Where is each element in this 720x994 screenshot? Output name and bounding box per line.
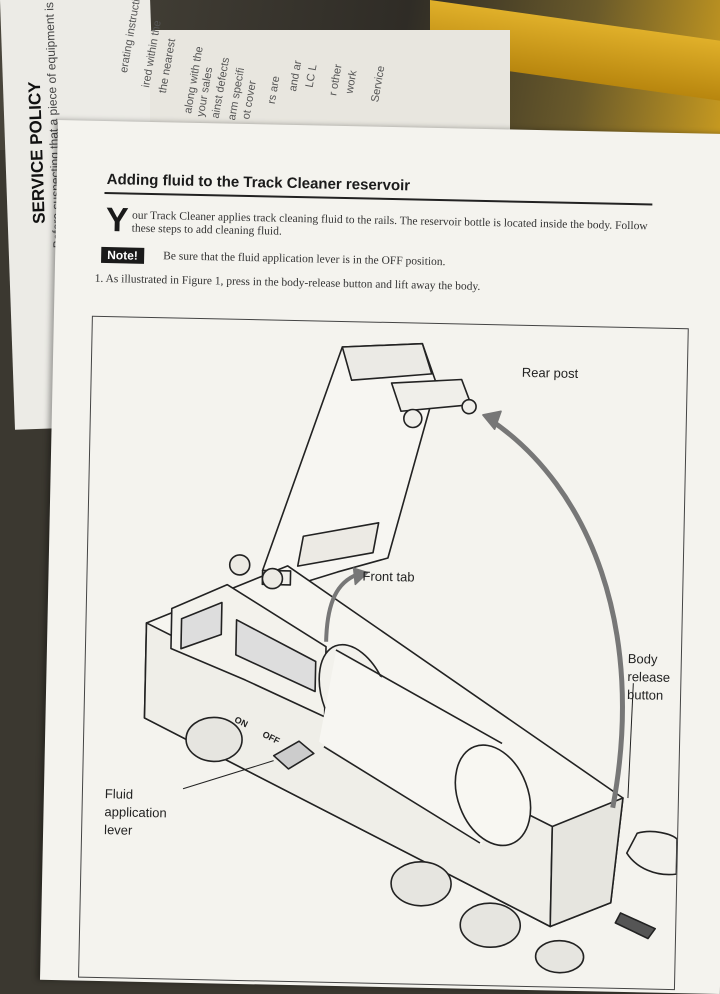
fluid-lever xyxy=(272,740,315,770)
step-1-text: 1. As illustrated in Figure 1, press in … xyxy=(94,272,481,293)
manual-page: Adding fluid to the Track Cleaner reserv… xyxy=(39,120,720,994)
fluid-lever-label: Fluid application lever xyxy=(103,786,167,838)
fragment: rs are xyxy=(265,75,283,105)
note-text: Be sure that the fluid application lever… xyxy=(163,250,446,269)
section-title: Adding fluid to the Track Cleaner reserv… xyxy=(106,171,411,195)
drop-cap: Y xyxy=(105,201,129,240)
fragment: LC L xyxy=(303,63,320,89)
title-rule xyxy=(104,191,653,206)
body-release-label: Body release button xyxy=(626,651,671,703)
fragment: work xyxy=(343,69,360,95)
front-tab-label: Front tab xyxy=(362,568,415,585)
figure-1: Rear post Front tab Body release button … xyxy=(78,315,689,991)
fragment: Service xyxy=(369,64,388,104)
note-badge: Note! xyxy=(101,246,145,264)
fragment: the nearest xyxy=(156,37,179,95)
reservoir-bottle xyxy=(454,744,532,847)
intro-paragraph: our Track Cleaner applies track cleaning… xyxy=(131,209,648,238)
rear-post-label: Rear post xyxy=(521,364,579,381)
track-cleaner-illustration xyxy=(143,342,678,974)
fragment: r other xyxy=(327,63,345,97)
fragment: and ar xyxy=(286,59,305,93)
